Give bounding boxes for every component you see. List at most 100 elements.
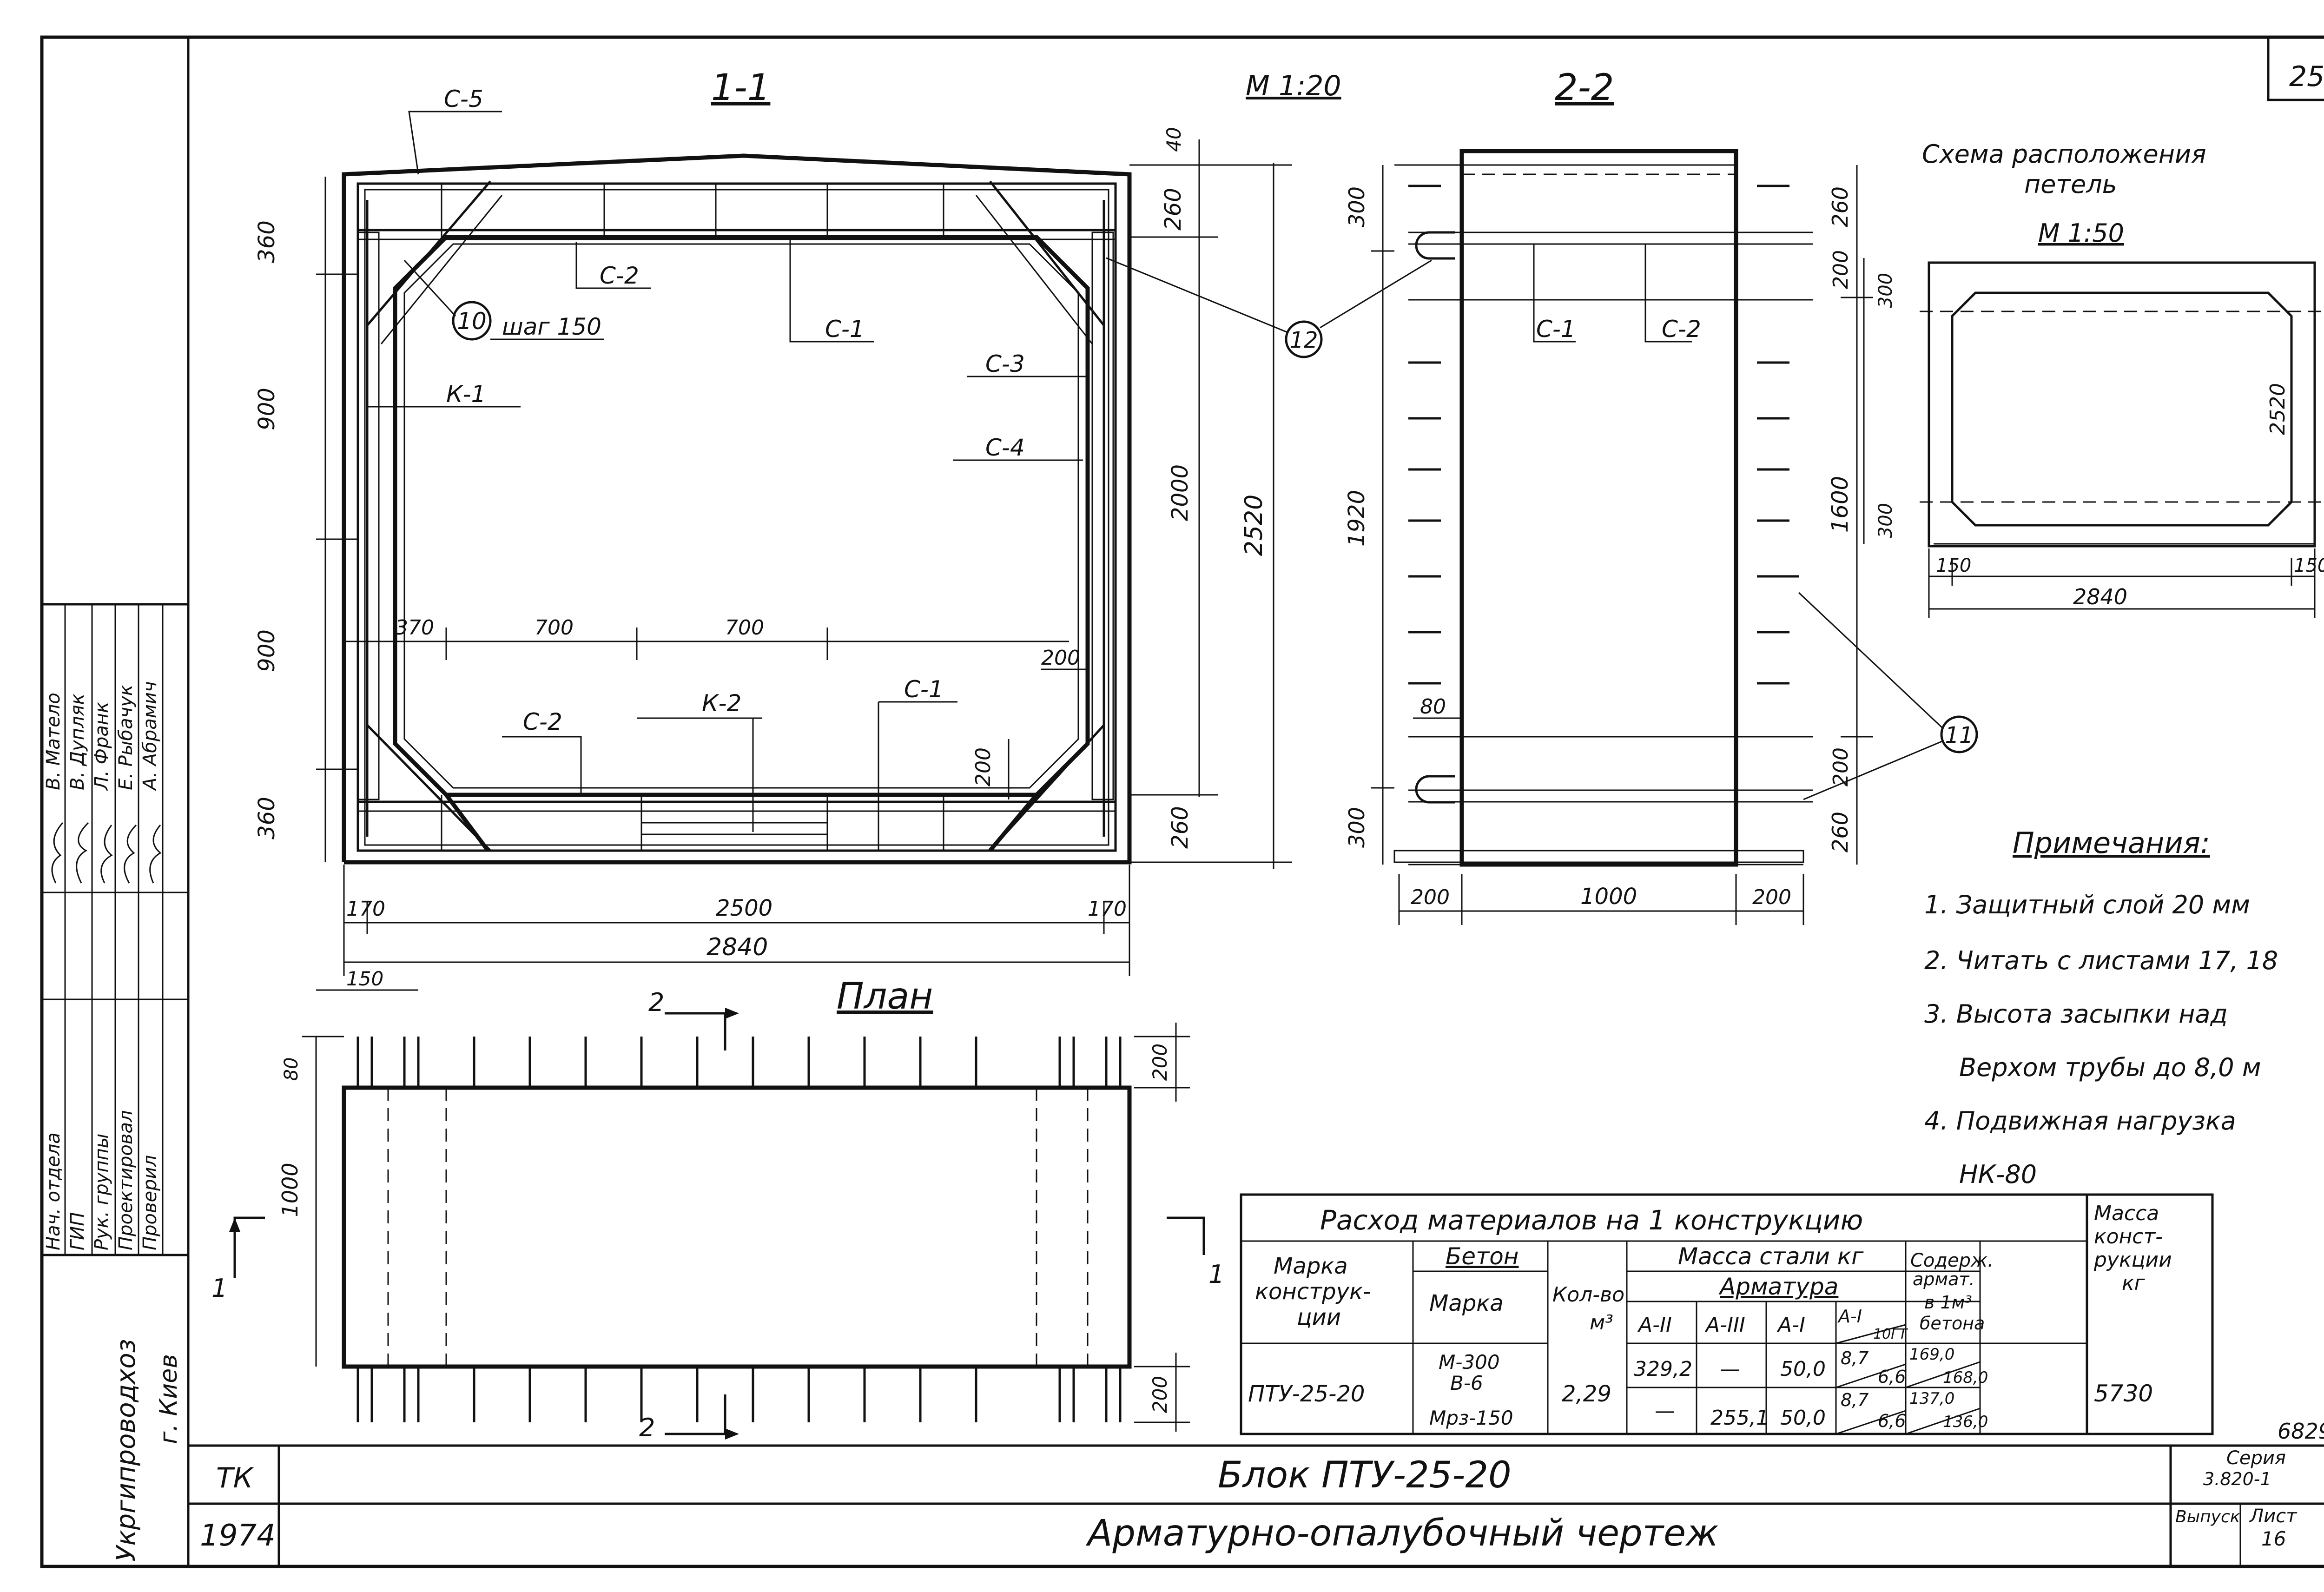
title-sheet-value: 16 (2261, 1527, 2286, 1550)
signature-3 (100, 825, 113, 884)
table-r1-content-top: 169,0 (1909, 1345, 1954, 1364)
table-header-rebar: Арматура (1718, 1273, 1838, 1300)
label-k1: К-1 (446, 381, 486, 408)
table-r1-a2: 329,2 (1634, 1357, 1692, 1381)
plan-outline (342, 1085, 1132, 1369)
section-2-dim-300-bottom: 300 (1344, 807, 1369, 848)
role-2: ГИП (67, 1212, 88, 1250)
section-2-dim-200-right: 200 (1752, 885, 1791, 909)
table-header-a1-10-2: 10ГТ (1873, 1326, 1908, 1342)
title-organization: Укргипроводхоз (111, 1339, 141, 1562)
table-r2-a1-10-top: 8,7 (1841, 1390, 1868, 1410)
table-header-mass-1: Масса (2094, 1202, 2159, 1225)
label-c1-bottom: С-1 (904, 676, 944, 703)
cut-2-top-label: 2 (648, 988, 664, 1017)
note-3: 3. Высота засыпки над (1924, 999, 2228, 1029)
table-header-content-4: бетона (1920, 1313, 1985, 1334)
table-header-a2: A-II (1637, 1313, 1672, 1337)
table-header-mark-3: ции (1297, 1304, 1341, 1330)
section-1-outline (342, 153, 1132, 865)
loop-scheme-dim-150-left: 150 (1936, 555, 1971, 576)
dim-inner-700-b: 700 (725, 616, 764, 640)
signature-1 (51, 822, 64, 884)
table-row-volume: 2,29 (1562, 1381, 1611, 1407)
table-header-steel: Масса стали кг (1678, 1243, 1864, 1270)
dim-left-360-top: 360 (254, 220, 280, 263)
signature-4 (124, 824, 137, 884)
role-1: Нач. отдела (43, 1132, 64, 1250)
table-row-concrete-3: Мрз-150 (1429, 1407, 1513, 1429)
table-header-a3: A-III (1704, 1313, 1745, 1337)
loop-scheme-dim-2520: 2520 (2266, 383, 2290, 435)
section-2-dim-260-top: 260 (1828, 186, 1853, 227)
signature-2 (76, 822, 89, 884)
table-r1-content-bot: 168,0 (1943, 1368, 1988, 1387)
note-4-continued: НК-80 (1959, 1160, 2037, 1189)
section-2-2: 2-2 С-1 С-2 (1106, 67, 1978, 925)
notes: Примечания: 1. Защитный слой 20 мм 2. Чи… (1924, 826, 2278, 1189)
plan-dim-80: 80 (281, 1057, 302, 1081)
table-r2-a3: 255,1 (1710, 1406, 1769, 1430)
dim-bottom-2840: 2840 (706, 933, 768, 961)
note-4: 4. Подвижная нагрузка (1924, 1106, 2236, 1136)
table-header-content-2: армат. (1913, 1269, 1975, 1289)
signature-5 (149, 825, 162, 884)
label-c4: С-4 (985, 434, 1025, 461)
name-3: Л. Франк (91, 702, 112, 791)
loop-scheme-dim-300-bottom: 300 (1875, 503, 1896, 538)
notes-title: Примечания: (2013, 826, 2210, 860)
loop-scheme-dim-150-right: 150 (2294, 555, 2324, 576)
cut-1-left-label: 1 (211, 1274, 227, 1303)
table-row-mass: 5730 (2094, 1380, 2153, 1407)
loop-scheme-dim-300-top: 300 (1875, 273, 1896, 308)
stamp-number: 6829 (2278, 1419, 2324, 1444)
callout-11-number: 11 (1945, 722, 1973, 748)
section-2-outline (1459, 149, 1738, 867)
dim-right-40: 40 (1162, 127, 1185, 152)
table-header-a1: A-I (1776, 1313, 1805, 1337)
section-2-label-c2: С-2 (1662, 316, 1701, 343)
table-header-content-3: в 1м³ (1924, 1292, 1972, 1313)
dim-left-360-bottom: 360 (254, 797, 280, 839)
name-4: Е. Рыбачук (115, 685, 137, 790)
label-c2-top: С-2 (600, 262, 639, 289)
title-city: г. Киев (155, 1354, 183, 1444)
note-3-continued: Верхом трубы до 8,0 м (1959, 1053, 2261, 1082)
loop-scheme-dim-2840: 2840 (2073, 584, 2127, 609)
materials-table: Расход материалов на 1 конструкцию Марка… (1240, 1193, 2214, 1435)
note-1: 1. Защитный слой 20 мм (1924, 890, 2250, 919)
title-drawing-name: Арматурно-опалубочный чертеж (1085, 1513, 1718, 1554)
plan-dim-200-top: 200 (1149, 1044, 1171, 1081)
role-4: Проектировал (115, 1110, 137, 1250)
dim-inner-700-a: 700 (535, 616, 574, 640)
table-row-mark: ПТУ-25-20 (1248, 1381, 1365, 1407)
table-header-mass-4: кг (2122, 1271, 2146, 1295)
table-r2-a1-10-bot: 6,6 (1878, 1411, 1906, 1431)
table-header-mark-1: Марка (1274, 1253, 1348, 1279)
sheet-frame (40, 35, 2324, 1568)
section-2-dim-200-top: 200 (1829, 250, 1853, 289)
dim-right-2520: 2520 (1240, 495, 1268, 556)
section-2-dim-200-left: 200 (1411, 885, 1450, 909)
table-header-concrete-mark: Марка (1429, 1290, 1504, 1316)
loop-scheme-scale: М 1:50 (2038, 218, 2124, 248)
dim-right-260-top: 260 (1160, 188, 1186, 231)
name-2: В. Дупляк (67, 694, 88, 790)
label-c1-top: С-1 (825, 316, 865, 343)
cut-1-right-label: 1 (1208, 1260, 1224, 1289)
section-1-1: 1-1 (254, 67, 1292, 976)
section-2-label-c1: С-1 (1536, 316, 1576, 343)
table-r1-a1: 50,0 (1780, 1357, 1826, 1381)
table-row-concrete-2: В-6 (1450, 1372, 1483, 1394)
scale-main: М 1:20 (1246, 70, 1341, 102)
dim-bottom-2500: 2500 (716, 895, 772, 921)
dim-inner-200-v: 200 (971, 747, 995, 786)
title-sheet-label: Лист (2249, 1506, 2298, 1527)
title-block: ТК 1974 Блок ПТУ-25-20 Арматурно-опалубо… (43, 681, 2298, 1561)
label-k2: К-2 (702, 690, 741, 717)
section-2-dim-200-bottom: 200 (1829, 747, 1853, 786)
plan-title: План (837, 976, 933, 1017)
dim-inner-370: 370 (395, 616, 434, 640)
title-year: 1974 (200, 1519, 276, 1553)
